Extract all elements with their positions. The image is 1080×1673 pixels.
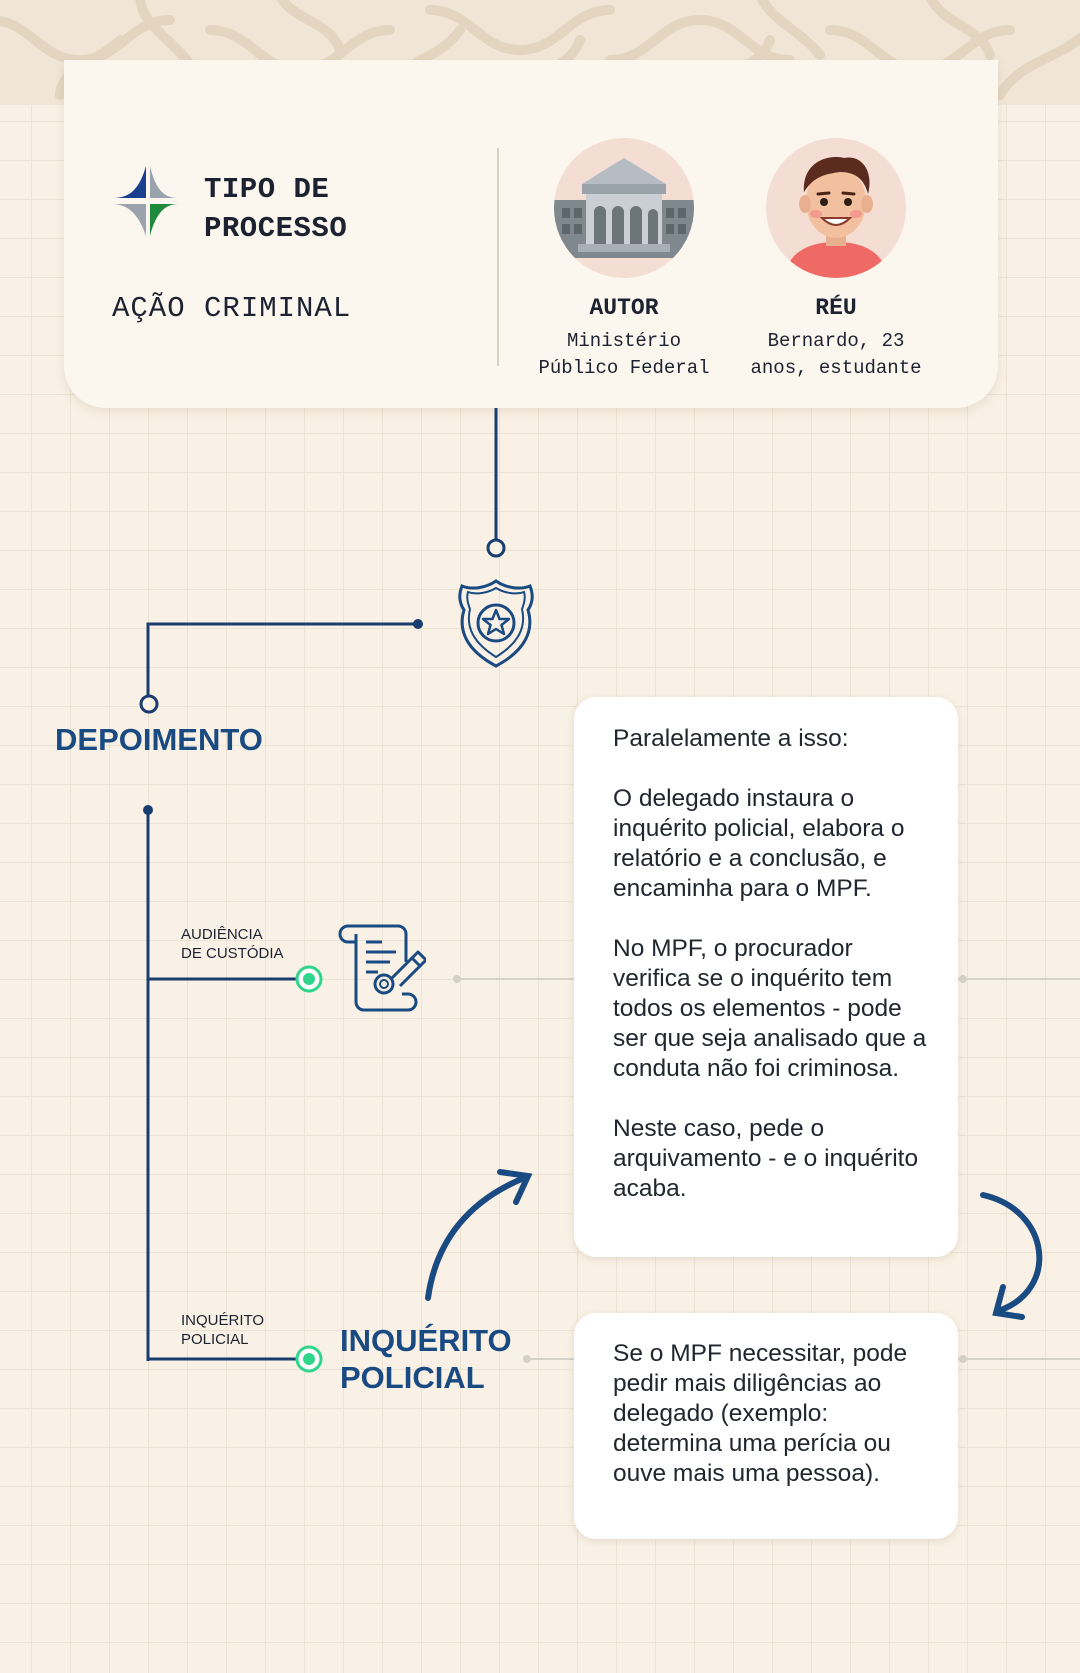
police-badge-icon: [456, 578, 536, 675]
node-depoimento: [139, 694, 159, 714]
process-header-card: TIPO DE PROCESSO AÇÃO CRIMINAL: [64, 60, 998, 408]
box1-paragraph-4: Neste caso, pede o arquivamento - e o in…: [613, 1115, 919, 1202]
process-type-label: TIPO DE PROCESSO: [204, 173, 348, 245]
document-seal-icon: [332, 922, 428, 1019]
defendant-role: RÉU: [815, 295, 857, 321]
inquerito-policial-title: INQUÉRITO POLICIAL: [340, 1323, 512, 1395]
author-party: AUTOR Ministério Público Federal: [524, 138, 724, 382]
box1-paragraph-3: No MPF, o procurador verifica se o inqué…: [613, 935, 927, 1082]
process-type-value: AÇÃO CRIMINAL: [112, 292, 352, 325]
mpf-logo-icon: [110, 164, 180, 243]
inquerito-policial-label: INQUÉRITO POLICIAL: [181, 1312, 265, 1348]
connector-badge-to-depoimento: [146, 622, 418, 696]
node-audiencia-active: [295, 965, 323, 993]
node-badge-top: [486, 538, 506, 558]
info-box-diligences: Se o MPF necessitar, pode pedir mais dil…: [574, 1313, 958, 1539]
author-role: AUTOR: [589, 295, 659, 321]
header-divider: [497, 148, 499, 366]
curved-arrow-up-icon: [425, 1169, 533, 1301]
box2-paragraph-1: Se o MPF necessitar, pode pedir mais dil…: [613, 1340, 908, 1487]
court-building-icon: [554, 138, 694, 278]
node-inquerito-active: [295, 1345, 323, 1373]
info-box-inquiry-process: Paralelamente a isso: O delegado instaur…: [574, 697, 958, 1257]
author-description: Ministério Público Federal: [538, 330, 710, 379]
depoimento-title: DEPOIMENTO: [55, 722, 263, 757]
box1-paragraph-2: O delegado instaura o inquérito policial…: [613, 785, 905, 902]
audiencia-custodia-label: AUDIÊNCIA DE CUSTÓDIA: [181, 926, 284, 962]
defendant-party: RÉU Bernardo, 23 anos, estudante: [736, 138, 936, 382]
defendant-avatar: [766, 138, 906, 278]
node-badge-left: [413, 619, 423, 629]
box1-paragraph-1: Paralelamente a isso:: [613, 725, 849, 752]
defendant-description: Bernardo, 23 anos, estudante: [750, 330, 922, 379]
curved-arrow-down-icon: [980, 1192, 1043, 1320]
